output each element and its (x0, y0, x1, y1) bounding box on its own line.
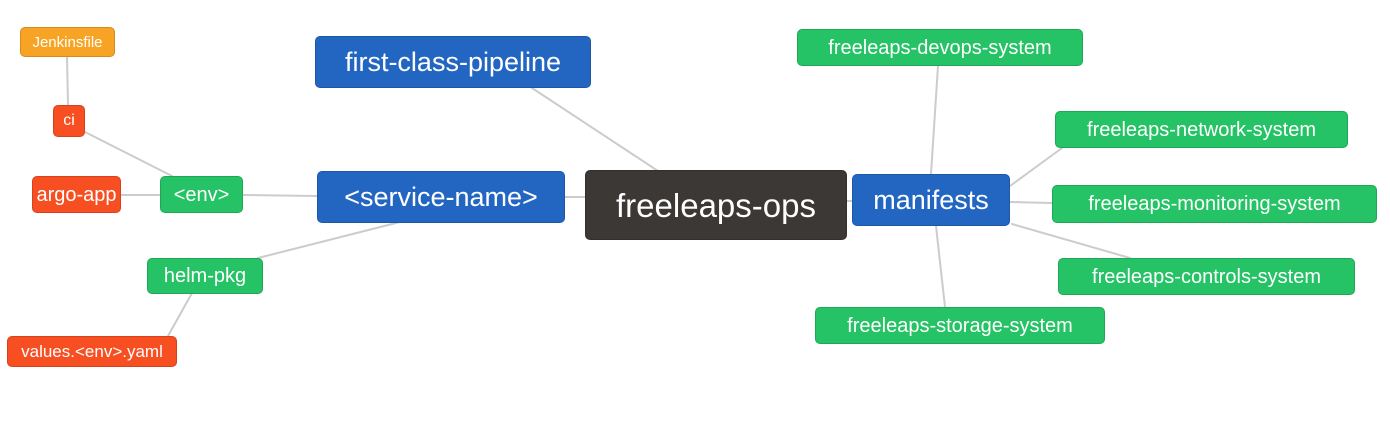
node-helm-pkg[interactable]: helm-pkg (147, 258, 263, 294)
node-freeleaps-storage-system[interactable]: freeleaps-storage-system (815, 307, 1105, 344)
edge-values-env-yaml-to-helm-pkg (167, 292, 193, 337)
node-manifests[interactable]: manifests (852, 174, 1010, 226)
edge-ci-to-env (84, 131, 173, 177)
node-freeleaps-ops[interactable]: freeleaps-ops (585, 170, 847, 240)
edge-env-to-service-name (242, 194, 318, 197)
edge-manifests-to-freeleaps-controls-system (1011, 223, 1131, 259)
edge-manifests-to-freeleaps-network-system (1009, 147, 1063, 187)
edge-freeleaps-devops-system-to-manifests (930, 65, 939, 175)
node-freeleaps-controls-system[interactable]: freeleaps-controls-system (1058, 258, 1355, 295)
node-first-class-pipeline[interactable]: first-class-pipeline (315, 36, 591, 88)
node-env[interactable]: <env> (160, 176, 243, 213)
edge-manifests-to-freeleaps-storage-system (935, 225, 946, 308)
edge-manifests-to-freeleaps-monitoring-system (1009, 201, 1053, 204)
edge-helm-pkg-to-service-name (257, 221, 401, 259)
edge-jenkinsfile-to-ci (66, 56, 69, 106)
edge-first-class-pipeline-to-freeleaps-ops (531, 87, 659, 172)
node-jenkinsfile[interactable]: Jenkinsfile (20, 27, 115, 57)
node-argo-app[interactable]: argo-app (32, 176, 121, 213)
node-freeleaps-network-system[interactable]: freeleaps-network-system (1055, 111, 1348, 148)
node-freeleaps-devops-system[interactable]: freeleaps-devops-system (797, 29, 1083, 66)
node-ci[interactable]: ci (53, 105, 85, 137)
node-service-name[interactable]: <service-name> (317, 171, 565, 223)
node-freeleaps-monitoring-system[interactable]: freeleaps-monitoring-system (1052, 185, 1377, 223)
node-values-env-yaml[interactable]: values.<env>.yaml (7, 336, 177, 367)
